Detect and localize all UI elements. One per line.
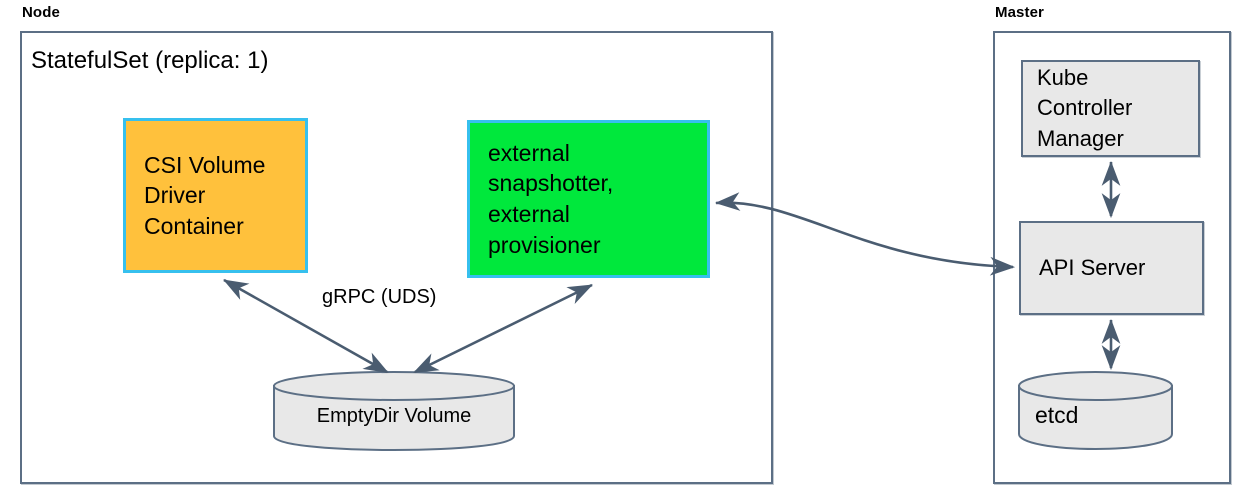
master-group-label: Master xyxy=(995,4,1044,21)
kube-controller-manager-box[interactable]: Kube Controller Manager xyxy=(1021,60,1200,157)
statefulset-title: StatefulSet (replica: 1) xyxy=(31,47,269,74)
csi-volume-driver-container[interactable]: CSI Volume Driver Container xyxy=(123,118,308,273)
grpc-edge-label: gRPC (UDS) xyxy=(322,286,437,308)
etcd-cylinder[interactable]: etcd xyxy=(1017,370,1174,452)
emptydir-volume-cylinder[interactable]: EmptyDir Volume xyxy=(272,370,516,452)
api-server-label: API Server xyxy=(1039,254,1146,280)
emptydir-volume-shape xyxy=(273,371,515,452)
kube-controller-manager-label: Kube Controller Manager xyxy=(1037,65,1133,151)
csi-volume-driver-container-label: CSI Volume Driver Container xyxy=(144,151,266,239)
emptydir-volume-label: EmptyDir Volume xyxy=(316,405,472,427)
etcd-label: etcd xyxy=(1035,402,1079,428)
node-group-label: Node xyxy=(22,4,60,21)
etcd-shape xyxy=(1018,371,1173,451)
api-server-box[interactable]: API Server xyxy=(1019,221,1204,315)
external-sidecars-container[interactable]: external snapshotter, external provision… xyxy=(467,120,710,278)
external-sidecars-container-label: external snapshotter, external provision… xyxy=(488,139,614,258)
